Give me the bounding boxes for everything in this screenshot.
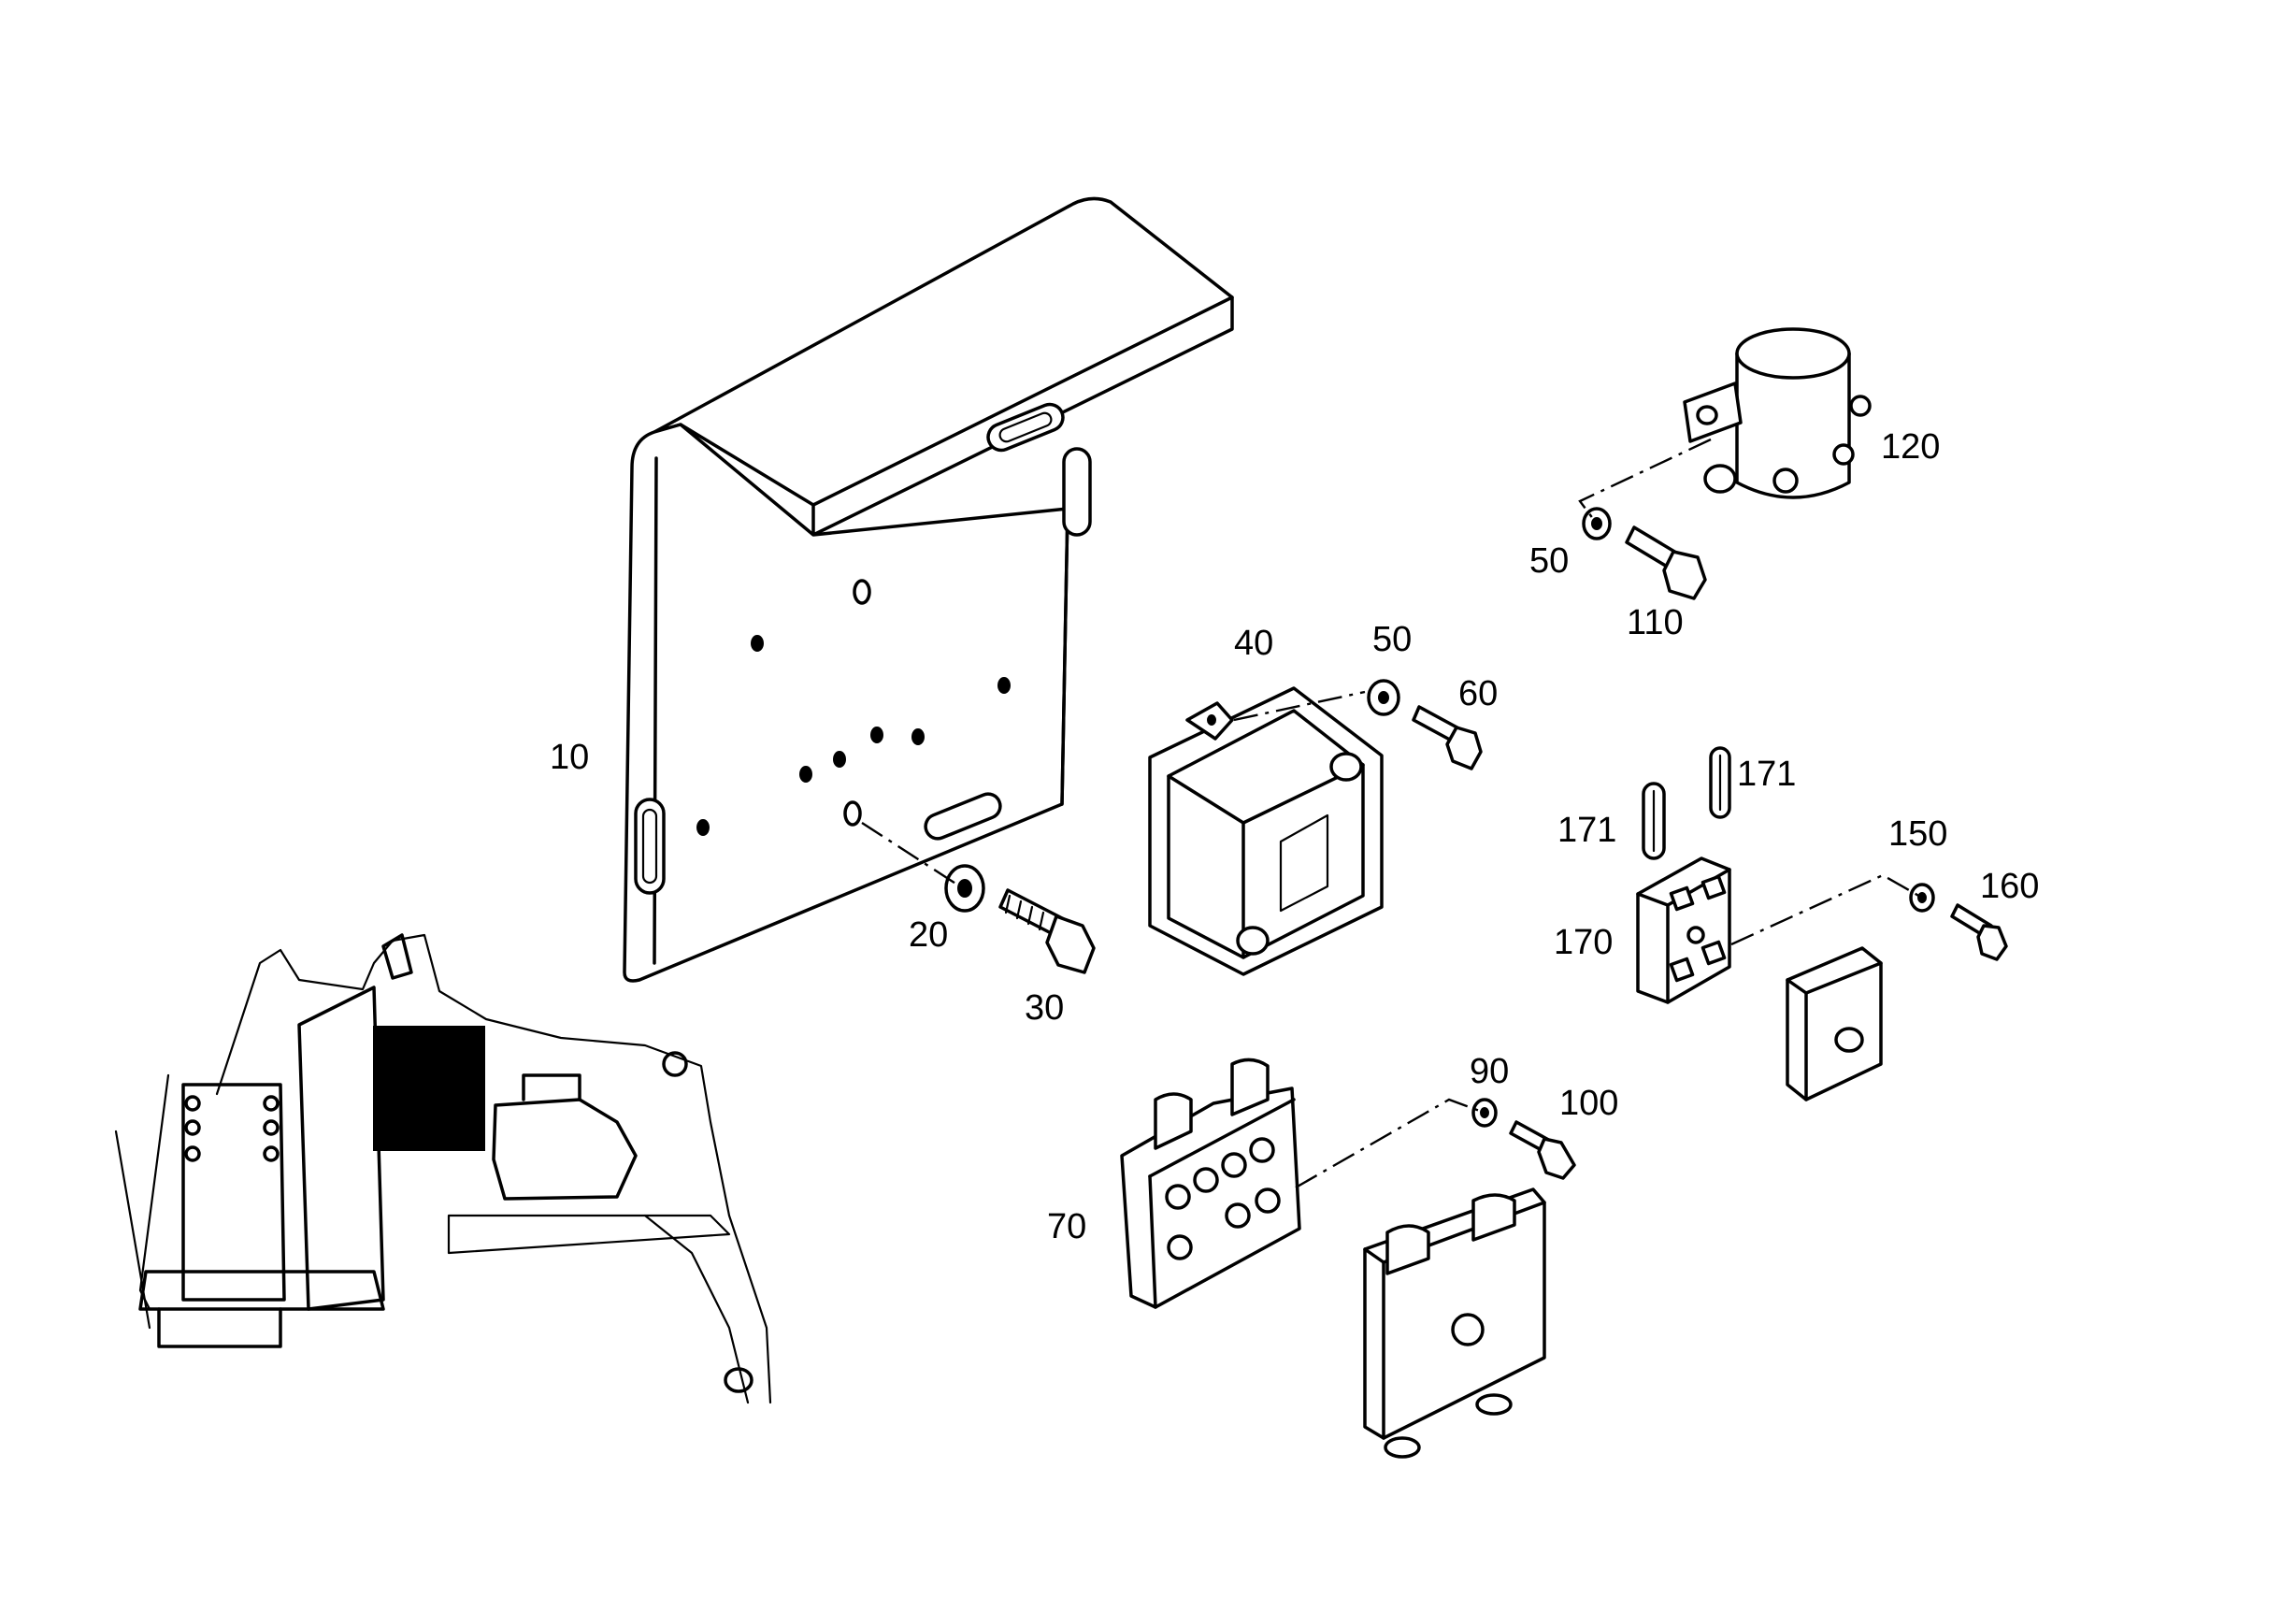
callout-160: 160 [1980, 867, 2039, 906]
callout-110: 110 [1627, 603, 1684, 642]
machine-location-sketch [114, 933, 772, 1404]
callout-170: 170 [1554, 923, 1613, 962]
callout-60: 60 [1458, 674, 1498, 713]
callout-labels: 10 20 30 40 50 60 50 110 120 171 171 150… [550, 427, 2039, 1246]
part-150-washer [1909, 883, 1935, 913]
callout-10: 10 [550, 738, 589, 777]
callout-120: 120 [1881, 427, 1940, 467]
connector-housing [1363, 1187, 1546, 1459]
part-171-pin [1642, 782, 1666, 860]
terminal-cover-cap [1786, 946, 1883, 1101]
part-160-screw [1950, 903, 2008, 961]
callout-90: 90 [1470, 1052, 1509, 1091]
callout-50: 50 [1372, 620, 1412, 659]
callout-30: 30 [1025, 988, 1064, 1028]
part-170-terminal-block [1636, 856, 1731, 1004]
callout-150: 150 [1888, 814, 1947, 854]
part-30-hex-bolt [998, 888, 1096, 974]
callout-100: 100 [1559, 1084, 1618, 1123]
part-40-junction-box [1148, 686, 1384, 976]
part-70-connector-block [1120, 1058, 1301, 1309]
part-100-socket-screw [1509, 1120, 1576, 1180]
part-20-washer [944, 864, 985, 913]
callout-171: 171 [1557, 811, 1616, 850]
callout-40: 40 [1234, 624, 1273, 663]
part-50-washer [1367, 679, 1400, 716]
callout-171: 171 [1737, 755, 1796, 794]
part-60-hex-bolt [1412, 705, 1483, 770]
part-171-pin [1709, 746, 1731, 819]
part-10-mounting-bracket [623, 196, 1234, 983]
callout-70: 70 [1047, 1207, 1086, 1246]
callout-50: 50 [1529, 541, 1569, 581]
part-120-solenoid-relay [1683, 327, 1872, 499]
part-110-hex-bolt [1625, 525, 1707, 600]
callout-20: 20 [909, 915, 948, 955]
part-90-washer [1471, 1098, 1498, 1128]
